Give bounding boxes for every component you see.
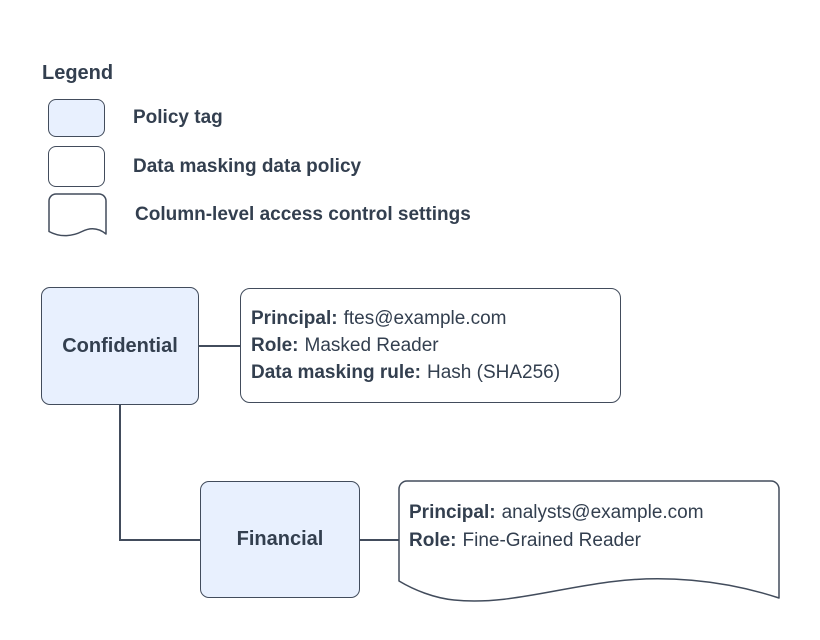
policy-field: Role:Fine-Grained Reader [409, 527, 704, 555]
data-masking-policy-box: Principal:ftes@example.com Role:Masked R… [240, 288, 621, 403]
document-shape [398, 480, 780, 602]
document-shape-icon [48, 193, 107, 237]
legend-item-label: Column-level access control settings [135, 204, 471, 225]
legend-item-column-level-access: Column-level access control settings [48, 192, 471, 238]
policy-tag-node-confidential: Confidential [41, 287, 199, 405]
policy-tag-node-financial: Financial [200, 481, 360, 598]
legend-item-label: Data masking data policy [133, 155, 362, 177]
node-label: Confidential [62, 334, 178, 357]
policy-tag-swatch [48, 99, 105, 137]
policy-field: Data masking rule: Hash (SHA256) [251, 359, 620, 386]
node-label: Financial [236, 528, 324, 550]
field-value: analysts@example.com [501, 502, 704, 523]
field-value: Masked Reader [304, 335, 439, 356]
data-masking-policy-swatch [48, 146, 105, 187]
field-value: Hash (SHA256) [427, 362, 561, 383]
column-level-access-settings-text: Principal:analysts@example.com Role:Fine… [409, 499, 704, 555]
policy-field: Role:Masked Reader [251, 332, 620, 359]
connector-confidential-down [119, 405, 121, 540]
field-label: Principal: [409, 502, 496, 523]
field-value: Fine-Grained Reader [462, 530, 641, 551]
policy-field: Principal:ftes@example.com [251, 305, 620, 332]
field-label: Data masking rule: [251, 362, 421, 383]
legend-title: Legend [42, 62, 114, 84]
policy-field: Principal:analysts@example.com [409, 499, 704, 527]
legend-item-policy-tag: Policy tag [48, 99, 223, 137]
column-level-access-swatch [48, 193, 107, 241]
field-label: Role: [409, 530, 457, 551]
field-value: ftes@example.com [343, 308, 507, 329]
field-label: Role: [251, 335, 299, 356]
legend-item-data-masking-policy: Data masking data policy [48, 146, 361, 187]
field-label: Principal: [251, 308, 338, 329]
column-level-access-settings-box [398, 480, 780, 608]
connector-financial-to-settings [360, 539, 399, 541]
connector-to-financial [119, 539, 200, 541]
legend-item-label: Policy tag [133, 107, 223, 128]
connector-confidential-to-policy [199, 345, 240, 347]
